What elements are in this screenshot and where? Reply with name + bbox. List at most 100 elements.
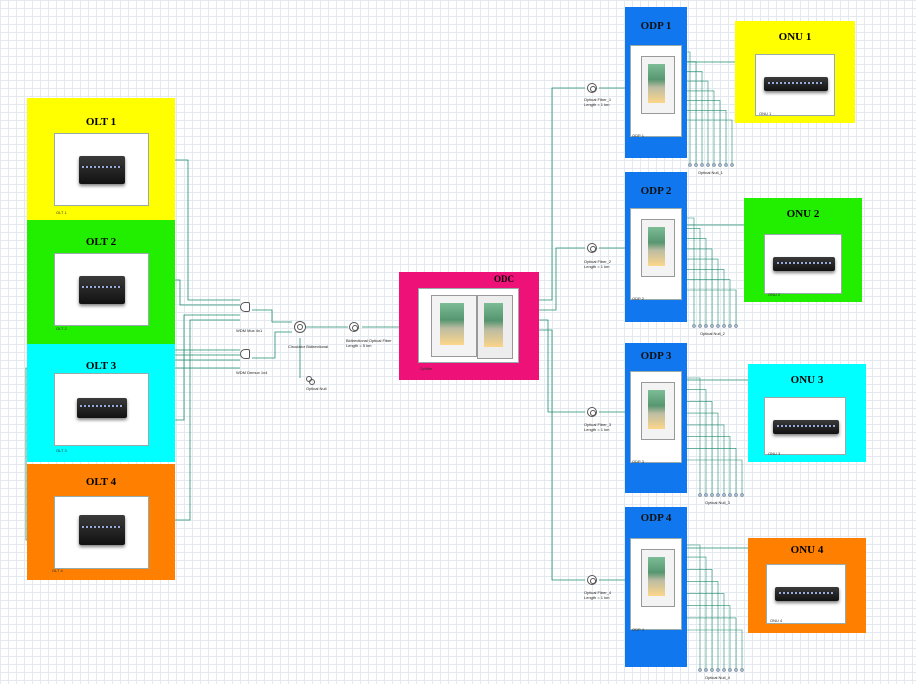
optical-null-terminal-3-7[interactable] <box>734 493 738 497</box>
bidir-fiber-label-name: Bidirectional Optical Fiber <box>346 338 392 343</box>
onu-2-block[interactable]: ONU 2 ONU 2 <box>744 198 862 302</box>
circulator-icon[interactable] <box>294 321 306 333</box>
olt-1-sublabel: OLT 1 <box>56 210 67 215</box>
onu-3-block[interactable]: ONU 3 ONU 3 <box>748 364 866 462</box>
optical-null-terminal-1-4[interactable] <box>706 163 710 167</box>
onu-2-title: ONU 2 <box>786 208 820 220</box>
optical-fiber-2-icon[interactable] <box>587 243 597 253</box>
wdm-mux-label: WDM Mux 4x1 <box>236 328 263 333</box>
optical-null-terminal-4-7[interactable] <box>734 668 738 672</box>
onu-3-sublabel: ONU 3 <box>768 451 781 456</box>
odp-2-sublabel: ODP 2 <box>632 296 644 301</box>
optical-null-terminal-1-2[interactable] <box>694 163 698 167</box>
optical-null-terminal-1-8[interactable] <box>730 163 734 167</box>
optical-null-row-4-label: Optical Null_4 <box>705 675 730 680</box>
optical-fiber-2-name: Optical Fiber_2 <box>584 259 612 264</box>
optical-null-terminal-4-4[interactable] <box>716 668 720 672</box>
odc-inner <box>418 288 519 363</box>
olt-1-block[interactable]: OLT 1 OLT 1 <box>27 98 175 220</box>
odp-4-block[interactable]: ODP 4 ODP 4 <box>625 507 687 667</box>
optical-null-terminal-2-1[interactable] <box>692 324 696 328</box>
optical-null-terminal-2-6[interactable] <box>722 324 726 328</box>
wdm-demux-icon[interactable] <box>240 349 250 359</box>
fanout-wire-4-2 <box>686 556 707 670</box>
optical-null-terminal-2-8[interactable] <box>734 324 738 328</box>
fanout-wire-4-1 <box>686 544 701 670</box>
onu-4-title: ONU 4 <box>790 544 824 556</box>
olt-2-sublabel: OLT 2 <box>56 326 67 331</box>
optical-null-icon[interactable] <box>306 376 315 385</box>
fanout-wire-3-3 <box>686 401 713 495</box>
optical-null-terminal-1-5[interactable] <box>712 163 716 167</box>
odc-sublabel: Splitter <box>420 366 433 371</box>
optical-null-terminal-3-6[interactable] <box>728 493 732 497</box>
onu-3-inner <box>764 397 846 455</box>
optical-null-terminal-4-1[interactable] <box>698 668 702 672</box>
optical-null-terminal-3-3[interactable] <box>710 493 714 497</box>
odc-block[interactable]: ODC Splitter <box>399 272 539 380</box>
optical-null-terminal-1-1[interactable] <box>688 163 692 167</box>
fanout-wire-2-1 <box>686 217 695 326</box>
onu-1-block[interactable]: ONU 1 ONU 1 <box>735 21 855 123</box>
onu-2-device-icon <box>773 257 835 271</box>
optical-null-terminal-3-5[interactable] <box>722 493 726 497</box>
onu-2-inner <box>764 234 842 294</box>
optical-null-row-1-label: Optical Null_1 <box>698 170 723 175</box>
optical-fiber-3-icon[interactable] <box>587 407 597 417</box>
optical-null-terminal-2-7[interactable] <box>728 324 732 328</box>
optical-null-terminal-3-1[interactable] <box>698 493 702 497</box>
fanout-wire-2-5 <box>686 258 719 326</box>
odp-3-title: ODP 3 <box>640 350 672 362</box>
odp-1-block[interactable]: ODP 1 ODP 1 <box>625 7 687 158</box>
odp-2-block[interactable]: ODP 2 ODP 2 <box>625 172 687 322</box>
odp-3-block[interactable]: ODP 3 ODP 3 <box>625 343 687 493</box>
optical-fiber-4-length: Length = 1 km <box>584 595 610 600</box>
wdm-mux-icon[interactable] <box>240 302 250 312</box>
odp-4-sublabel: ODP 4 <box>632 627 644 632</box>
fanout-wire-4-6 <box>686 605 731 670</box>
fanout-wire-1-1 <box>686 51 691 165</box>
odp-1-title: ODP 1 <box>640 20 672 32</box>
optical-null-terminal-3-2[interactable] <box>704 493 708 497</box>
olt-1-inner <box>54 133 149 206</box>
onu-4-block[interactable]: ONU 4 ONU 4 <box>748 538 866 633</box>
odc-title: ODC <box>494 274 514 284</box>
olt-2-block[interactable]: OLT 2 OLT 2 <box>27 220 175 344</box>
onu-3-device-icon <box>773 420 839 434</box>
olt-3-block[interactable]: OLT 3 OLT 3 <box>27 344 175 462</box>
olt-3-device-icon <box>77 398 127 418</box>
optical-null-terminal-1-3[interactable] <box>700 163 704 167</box>
onu-1-sublabel: ONU 1 <box>759 111 772 116</box>
fanout-wire-2-3 <box>686 238 707 326</box>
fanout-wire-2-8 <box>686 289 737 326</box>
fanout-wire-1-4 <box>686 80 709 165</box>
optical-null-terminal-4-5[interactable] <box>722 668 726 672</box>
optical-null-terminal-2-5[interactable] <box>716 324 720 328</box>
olt-4-sublabel: OLT 4 <box>52 568 63 573</box>
olt-4-inner <box>54 496 149 569</box>
optical-fiber-1-icon[interactable] <box>587 83 597 93</box>
bidir-fiber-icon[interactable] <box>349 322 359 332</box>
optical-null-terminal-4-2[interactable] <box>704 668 708 672</box>
optical-null-terminal-1-7[interactable] <box>724 163 728 167</box>
olt-3-sublabel: OLT 3 <box>56 448 67 453</box>
olt-4-block[interactable]: OLT 4 OLT 4 <box>27 464 175 580</box>
optical-null-terminal-1-6[interactable] <box>718 163 722 167</box>
fanout-wire-3-7 <box>686 447 737 495</box>
optical-null-terminal-4-6[interactable] <box>728 668 732 672</box>
fanout-wire-3-8 <box>686 459 743 495</box>
optical-null-terminal-3-8[interactable] <box>740 493 744 497</box>
optical-fiber-4-icon[interactable] <box>587 575 597 585</box>
optical-null-terminal-3-4[interactable] <box>716 493 720 497</box>
onu-1-inner <box>755 54 835 116</box>
odp-1-sublabel: ODP 1 <box>632 133 644 138</box>
optical-null-row-3-label: Optical Null_3 <box>705 500 730 505</box>
optical-null-terminal-2-3[interactable] <box>704 324 708 328</box>
optical-null-terminal-4-8[interactable] <box>740 668 744 672</box>
optical-null-terminal-2-2[interactable] <box>698 324 702 328</box>
optical-null-terminal-4-3[interactable] <box>710 668 714 672</box>
optical-null-terminal-2-4[interactable] <box>710 324 714 328</box>
onu-2-sublabel: ONU 2 <box>768 292 781 297</box>
wdm-demux-label: WDM Demux 1x4 <box>236 370 268 375</box>
